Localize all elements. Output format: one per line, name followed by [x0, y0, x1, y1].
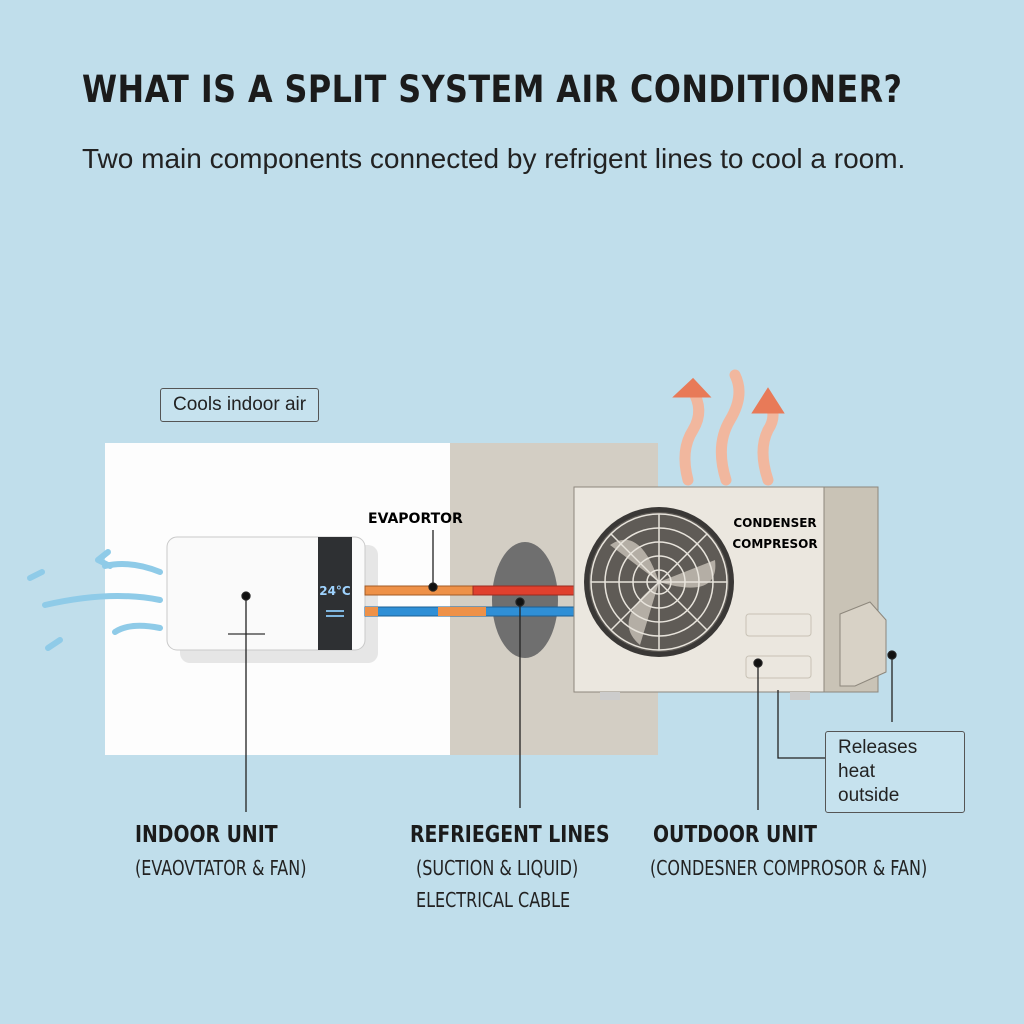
- cools-indoor-air-callout: Cools indoor air: [160, 388, 320, 422]
- indoor-unit: 24°C: [166, 536, 378, 663]
- page-title: WHAT IS A SPLIT SYSTEM AIR CONDITIONER?: [82, 68, 903, 111]
- outdoor-unit-title: OUTDOOR UNIT: [653, 822, 818, 848]
- heat-arrows-icon: [672, 369, 785, 486]
- indoor-unit-subtitle: (EVAOVTATOR & FAN): [135, 856, 307, 880]
- indoor-unit-title: INDOOR UNIT: [135, 822, 278, 848]
- releases-heat-line1: Releases heat: [838, 737, 918, 782]
- wall-penetration: [492, 542, 558, 658]
- refrigerant-lines-label: REFRIEGENT LINES (SUCTION & LIQUID) ELEC…: [410, 822, 653, 912]
- releases-heat-callout: Releases heat outside: [825, 731, 965, 813]
- evaporator-callout: EVAPORTOR: [368, 511, 463, 527]
- indoor-unit-label: INDOOR UNIT (EVAOVTATOR & FAN): [135, 822, 349, 880]
- refrigerant-lines-title: REFRIEGENT LINES: [410, 822, 610, 848]
- outdoor-unit-subtitle: (CONDESNER COMPROSOR & FAN): [650, 856, 928, 880]
- leader-lines: [241, 530, 897, 812]
- electrical-cable-label: ELECTRICAL CABLE: [416, 888, 571, 912]
- refrigerant-lines-subtitle: (SUCTION & LIQUID): [416, 856, 579, 880]
- condenser-label: CONDENSER: [733, 516, 816, 530]
- fan-icon: [584, 507, 734, 657]
- compressor-label: COMPRESOR: [732, 537, 817, 551]
- page-subtitle: Two main components connected by refrige…: [82, 143, 906, 174]
- releases-heat-line2: outside: [838, 785, 900, 806]
- outdoor-unit: CONDENSER COMPRESOR: [573, 486, 887, 700]
- temperature-display: 24°C: [319, 584, 351, 598]
- cool-air-arrows-icon: [27, 549, 163, 651]
- outdoor-unit-label: OUTDOOR UNIT (CONDESNER COMPROSOR & FAN): [650, 822, 996, 880]
